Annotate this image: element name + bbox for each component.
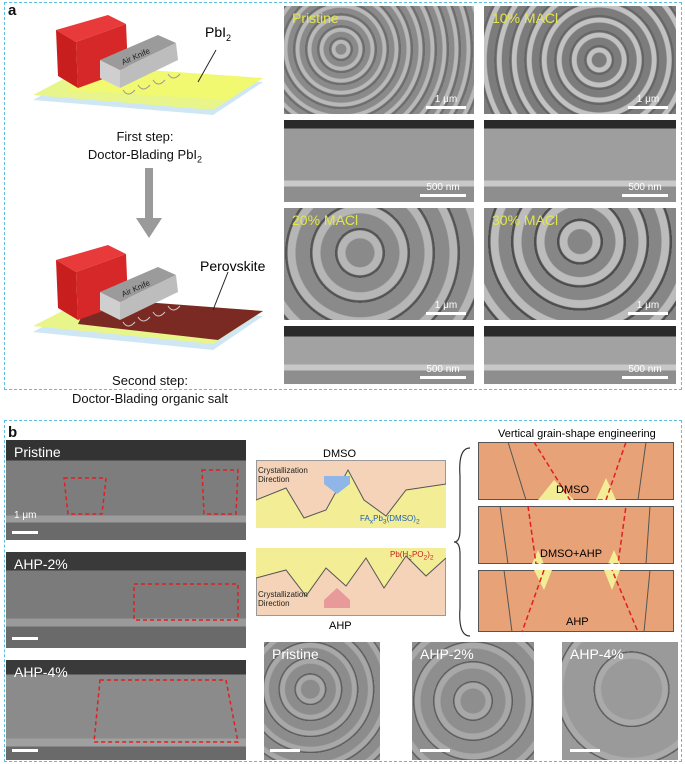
ahp-diagram-label: AHP <box>329 620 352 632</box>
dmso-direction-text: Crystallization Direction <box>258 466 308 484</box>
top-view-ahp-4: AHP-4% <box>562 642 678 760</box>
engineering-dmso <box>478 442 674 500</box>
engineering-label-dmso: DMSO <box>556 484 589 496</box>
step1-caption: First step: Doctor-Blading PbI2 <box>87 129 203 165</box>
panel-b-label: b <box>8 424 18 441</box>
ahp-species-text: Pb(H2PO2)2 <box>390 550 434 562</box>
cross-section-ahp-4: AHP-4% <box>6 660 246 760</box>
top-view-pristine: Pristine <box>264 642 380 760</box>
panel-a-label: a <box>8 2 17 19</box>
engineering-title: Vertical grain-shape engineering <box>498 428 656 440</box>
curly-brace <box>453 447 471 637</box>
dmso-species-text: FAxPb3(DMSO)2 <box>360 514 420 526</box>
dmso-crystallization-diagram <box>256 460 446 528</box>
ahp-crystallization-diagram <box>256 548 446 616</box>
doctor-blade-step1-illustration: Air Knife <box>33 15 263 115</box>
cross-section-scale-text: 1 μm <box>14 510 37 521</box>
sem-top-20-macl: 20% MACl 1 μm <box>284 208 474 320</box>
sem-top-pristine: Pristine 1 μm <box>284 6 474 114</box>
top-view-ahp-2: AHP-2% <box>412 642 534 760</box>
engineering-ahp <box>478 570 674 632</box>
step1-material-label: PbI2 <box>205 24 232 43</box>
step2-caption: Second step: Doctor-Blading organic salt <box>71 373 229 406</box>
panel-b-frame <box>4 420 682 762</box>
process-arrow <box>136 168 162 238</box>
engineering-label-ahp: AHP <box>566 616 589 628</box>
sem-top-30-macl: 30% MACl 1 μm <box>484 208 676 320</box>
grain-highlight-box <box>63 469 239 515</box>
panel-a-frame <box>4 2 682 390</box>
sem-cross-30-macl: 500 nm <box>484 326 676 384</box>
engineering-dmso-ahp <box>478 506 674 564</box>
cross-section-ahp-2: AHP-2% <box>6 552 246 648</box>
sem-cross-20-macl: 500 nm <box>284 326 474 384</box>
sem-top-10-macl: 10% MACl 1 μm <box>484 6 676 114</box>
doctor-blade-step2-illustration: Air Knife <box>33 245 263 350</box>
step2-material-label: Perovskite <box>200 258 266 274</box>
sem-cross-10-macl: 500 nm <box>484 120 676 202</box>
dmso-diagram-label: DMSO <box>323 448 356 460</box>
ahp-direction-text: Crystallization Direction <box>258 590 308 608</box>
cross-section-pristine: Pristine 1 μm <box>6 440 246 540</box>
sem-cross-pristine: 500 nm <box>284 120 474 202</box>
engineering-label-dmso-ahp: DMSO+AHP <box>540 548 603 560</box>
